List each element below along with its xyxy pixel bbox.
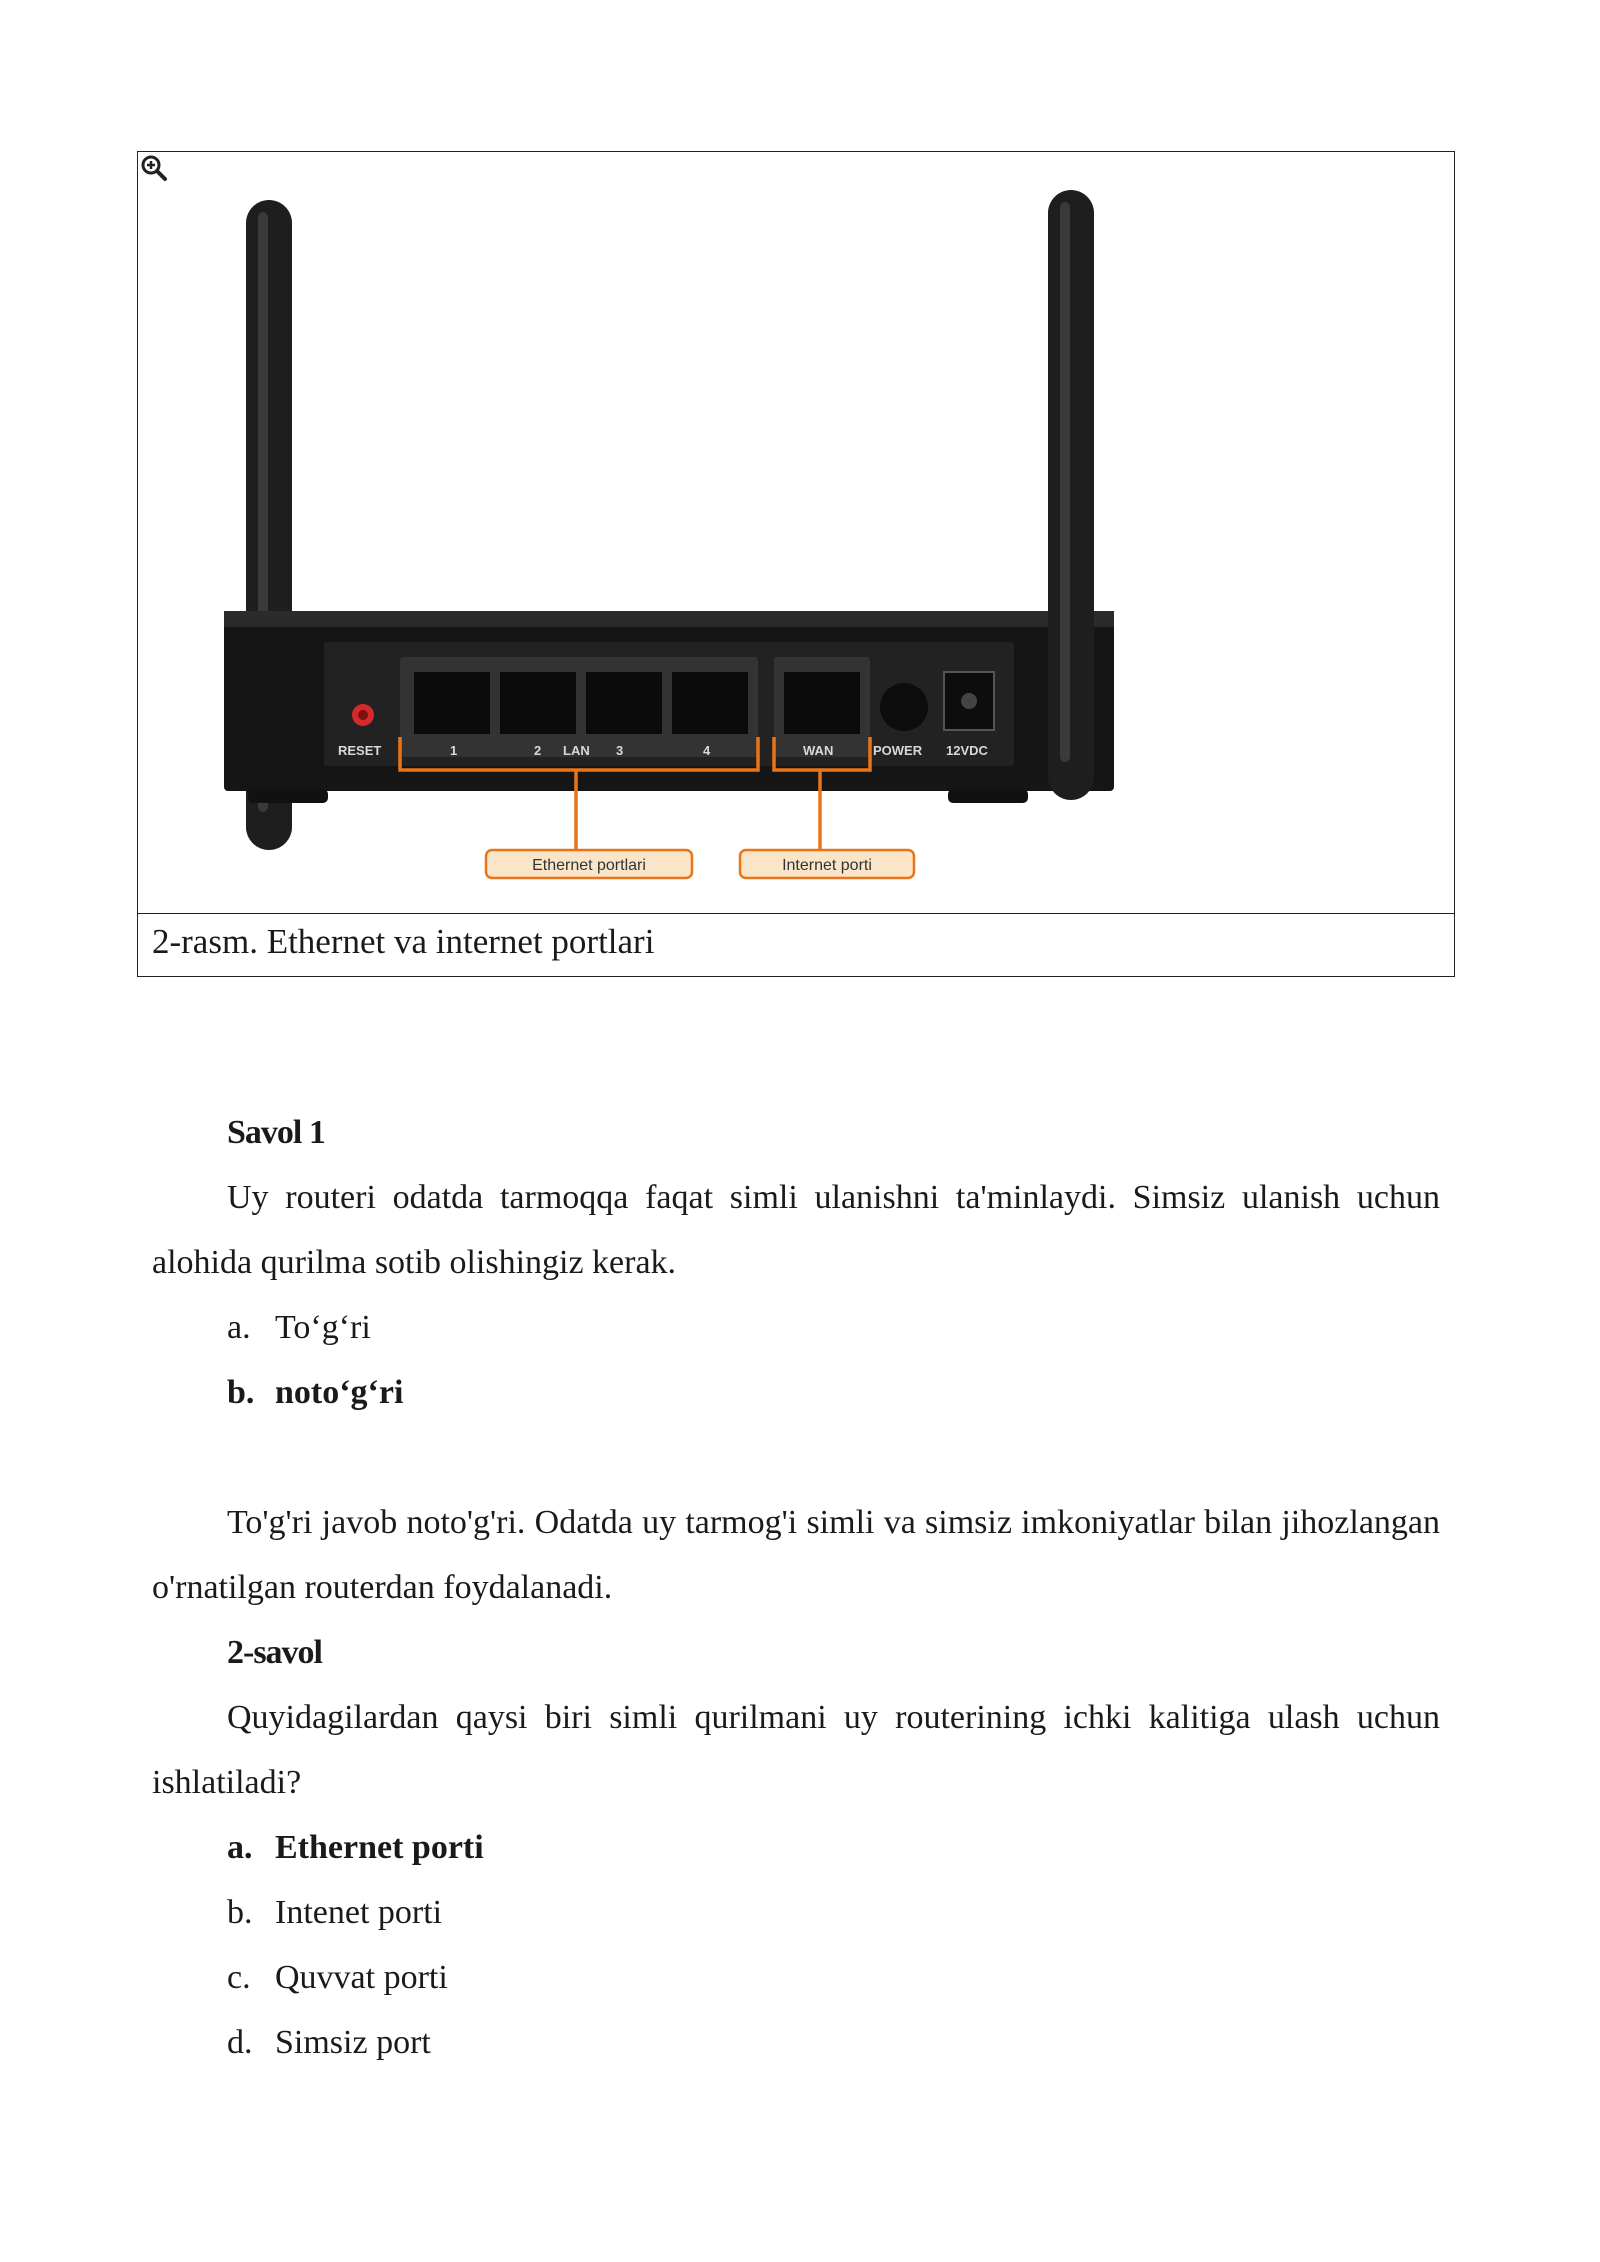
option-text: Simsiz port <box>275 2024 431 2061</box>
wan-port-block <box>774 657 870 757</box>
internet-callout-label: Internet porti <box>782 857 872 874</box>
question-title: 2-savol <box>227 1634 323 1671</box>
ethernet-callout-box <box>484 848 694 880</box>
option-letter: a. <box>227 1829 253 1866</box>
answer-option[interactable]: a. To‘g‘ri <box>152 1295 1440 1360</box>
option-text: Intenet porti <box>275 1894 443 1931</box>
power-button-graphic <box>880 683 928 731</box>
callout-lines <box>398 737 872 850</box>
option-letter: c. <box>227 1959 251 1996</box>
question-title: Savol 1 <box>227 1114 326 1151</box>
figure-image-cell: RESET 1 2 LAN 3 4 WAN POWER 12VDC Ethern… <box>138 152 1454 914</box>
spacer <box>152 1425 1440 1490</box>
lan-port-label: 1 <box>450 743 457 758</box>
question-text: Uy routeri odatda tarmoqqa faqat simli u… <box>152 1179 1440 1281</box>
lan-port-label: 3 <box>616 743 623 758</box>
option-text: noto‘g‘ri <box>275 1374 404 1411</box>
wan-label: WAN <box>803 743 833 758</box>
ethernet-callout-label: Ethernet portlari <box>532 857 646 874</box>
zoom-in-icon[interactable] <box>138 152 170 184</box>
option-text: To‘g‘ri <box>275 1309 371 1346</box>
answer-option[interactable]: d. Simsiz port <box>152 2010 1440 2075</box>
reset-label: RESET <box>338 743 381 758</box>
lan-label: LAN <box>563 743 590 758</box>
dc-label: 12VDC <box>946 743 989 758</box>
right-antenna <box>1048 190 1094 800</box>
answer-option-correct[interactable]: b. noto‘g‘ri <box>152 1360 1440 1425</box>
option-letter: d. <box>227 2024 253 2061</box>
option-letter: a. <box>227 1309 251 1346</box>
option-letter: b. <box>227 1374 255 1411</box>
answer-option-correct[interactable]: a. Ethernet porti <box>152 1815 1440 1880</box>
router-illustration: RESET 1 2 LAN 3 4 WAN POWER 12VDC Ethern… <box>224 190 1114 880</box>
question-text: Quyidagilardan qaysi biri simli qurilman… <box>152 1699 1440 1801</box>
answer-option[interactable]: c. Quvvat porti <box>152 1945 1440 2010</box>
lan-port-block <box>400 657 758 757</box>
questions-content: Savol 1 Uy routeri odatda tarmoqqa faqat… <box>152 1100 1440 2075</box>
option-text: Ethernet porti <box>275 1829 484 1866</box>
answer-explanation: To'g'ri javob noto'g'ri. Odatda uy tarmo… <box>152 1504 1440 1606</box>
answer-option[interactable]: b. Intenet porti <box>152 1880 1440 1945</box>
figure-caption: 2-rasm. Ethernet va internet portlari <box>152 922 655 961</box>
option-text: Quvvat porti <box>275 1959 448 1996</box>
lan-port-label: 2 <box>534 743 541 758</box>
option-letter: b. <box>227 1894 253 1931</box>
figure-table: RESET 1 2 LAN 3 4 WAN POWER 12VDC Ethern… <box>137 151 1455 977</box>
internet-callout-box <box>738 848 916 880</box>
power-label: POWER <box>873 743 923 758</box>
lan-port-label: 4 <box>703 743 711 758</box>
